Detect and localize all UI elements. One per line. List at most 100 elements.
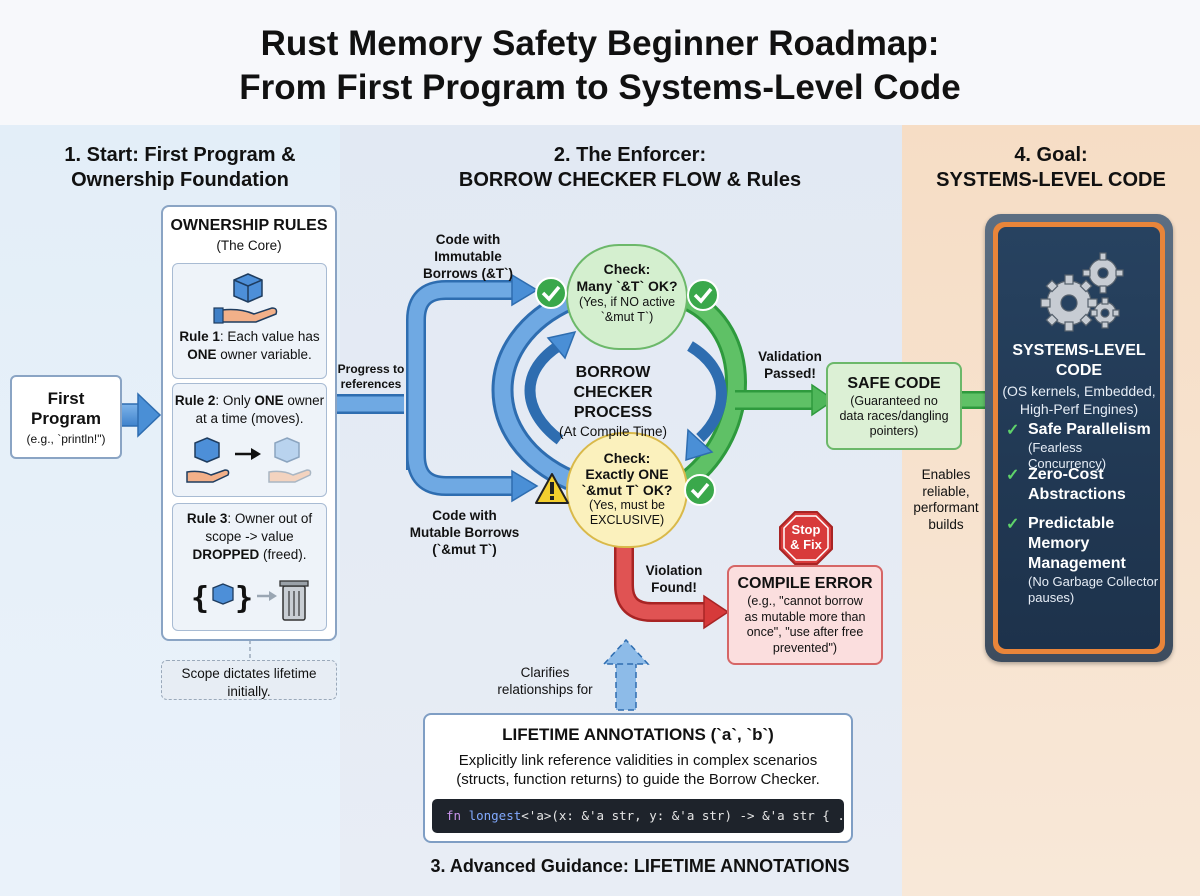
validation-line2: Passed! [764,366,816,381]
rule2-text-a: : Only [215,393,255,408]
lifetime-desc-line2: (structs, function returns) to guide the… [456,771,820,788]
rule3-card: Rule 3: Owner out of scope -> value DROP… [172,503,327,631]
systems-item-2-label-line1: Zero-Cost [1028,466,1104,483]
mutable-label-line3: (`&mut T`) [432,542,497,557]
section2-heading-line1: 2. The Enforcer: [553,144,707,166]
systems-item-3-sub-line2: pauses) [1028,590,1075,605]
systems-item-2: ✓ Zero-Cost Abstractions [1004,465,1160,505]
systems-title: SYSTEMS-LEVEL CODE (OS kernels, Embedded… [998,341,1160,418]
stop-line2: & Fix [790,537,822,552]
title-line-1: Rust Memory Safety Beginner Roadmap: [260,24,940,63]
systems-item-3-label-line2: Memory [1028,535,1090,552]
clarifies-label: Clarifies relationships for [490,664,600,698]
lifetime-box: LIFETIME ANNOTATIONS (`a`, `b`) Explicit… [423,713,853,843]
safe-code-line3: pointers) [869,424,919,438]
rule2-text-c: at a time (moves). [195,411,304,426]
title-line-2: From First Program to Systems-Level Code [239,68,961,107]
transfer-icon [185,437,311,483]
stop-line1: Stop [791,522,821,537]
compile-error-box: COMPILE ERROR (e.g., "cannot borrow as m… [727,565,883,665]
compile-error-line4: prevented") [772,640,838,655]
check-exclusive-line3: `&mut T` OK? [581,482,673,498]
clarifies-line1: Clarifies [520,665,570,680]
section1-heading-line2: Ownership Foundation [71,169,289,191]
title-band [0,0,1200,125]
check-exclusive-line4: (Yes, must be [589,498,665,512]
check-icon [684,474,716,506]
section1-heading: 1. Start: First Program & Ownership Foun… [0,143,360,193]
check-shared-line3: (Yes, if NO active [578,295,676,309]
check-mark-icon: ✓ [1006,516,1020,533]
svg-text:}: } [235,581,253,616]
rule2-text: Rule 2: Only ONE owner at a time (moves)… [173,392,326,428]
check-icon [687,279,719,311]
section4-heading-line2: SYSTEMS-LEVEL CODE [936,169,1166,191]
braces-trash-icon: { } [191,580,309,621]
safe-code-line1: (Guaranteed no [850,394,938,408]
scope-note-line2: initially. [227,684,271,699]
rule2-label: Rule 2 [174,393,216,408]
systems-title-line1: SYSTEMS-LEVEL [1012,342,1146,359]
validation-label: Validation Passed! [750,348,830,382]
rule1-strong: ONE [187,347,217,362]
systems-item-1-sub: (Fearless Concurrency) [1028,440,1107,471]
lifetime-desc-line1: Explicitly link reference validities in … [458,752,818,769]
arrow-rules-to-fork [336,273,539,503]
systems-panel-frame: SYSTEMS-LEVEL CODE (OS kernels, Embedded… [985,214,1173,662]
systems-panel: SYSTEMS-LEVEL CODE (OS kernels, Embedded… [998,227,1160,649]
check-mark-icon: ✓ [1006,422,1020,439]
svg-text:{: { [191,581,209,616]
systems-item-3: ✓ Predictable Memory Management (No Garb… [1004,514,1160,606]
systems-item-1: ✓ Safe Parallelism (Fearless Concurrency… [1004,420,1160,472]
arrow-first-to-rules [120,392,162,438]
systems-item-3-sub-line1: (No Garbage Collector [1028,574,1159,589]
compile-error-line3: once", "use after free [746,625,864,639]
code-signature: <'a>(x: &'a str, y: &'a str) -> &'a str … [521,808,844,823]
lifetime-title: LIFETIME ANNOTATIONS (`a`, `b`) [502,725,774,744]
rule3-text: Rule 3: Owner out of scope -> value DROP… [173,510,326,564]
scope-note: Scope dictates lifetime initially. [161,660,337,700]
immutable-label-line3: Borrows (&T`) [423,266,513,281]
clarifies-line2: relationships for [497,682,593,697]
first-program-title-line2: Program [31,409,101,428]
progress-label-line1: Progress to [337,362,405,376]
section2-heading: 2. The Enforcer: BORROW CHECKER FLOW & R… [410,143,850,193]
first-program-title: First Program [12,389,120,429]
check-exclusive-line1: Check: [603,450,651,466]
rule1-text-a: : Each value has [219,329,320,344]
systems-title-line2: CODE [1055,362,1103,379]
check-exclusive-circle: Check: Exactly ONE `&mut T` OK? (Yes, mu… [566,432,688,548]
check-shared-circle: Check: Many `&T` OK? (Yes, if NO active … [566,244,688,350]
rule1-card: Rule 1: Each value has ONE owner variabl… [172,263,327,379]
compile-error-line1: (e.g., "cannot borrow [747,594,863,608]
immutable-borrows-label: Code with Immutable Borrows (&T`) [418,231,518,282]
enables-label: Enables reliable, performant builds [900,467,992,533]
systems-desc-line1: (OS kernels, Embedded, [1002,383,1156,399]
ownership-subtitle: (The Core) [216,238,282,253]
section1-heading-line1: 1. Start: First Program & [64,144,296,166]
section3-caption: 3. Advanced Guidance: LIFETIME ANNOTATIO… [430,856,850,876]
violation-line2: Found! [651,580,697,595]
process-line2: PROCESS [573,404,653,421]
page-title: Rust Memory Safety Beginner Roadmap: Fro… [0,22,1200,110]
systems-item-3-label-line3: Management [1028,555,1126,572]
lifetime-code: fn longest<'a>(x: &'a str, y: &'a str) -… [432,799,844,833]
check-shared-line2: Many `&T` OK? [576,278,678,294]
check-mark-icon: ✓ [1006,467,1020,484]
progress-label-line2: references [340,377,402,391]
section4-heading-line1: 4. Goal: [1014,144,1088,166]
immutable-label-line1: Code with [435,232,501,247]
first-program-title-line1: First [47,389,85,408]
enables-line2: reliable, [922,483,970,499]
validation-line1: Validation [758,349,822,364]
lifetime-desc: Explicitly link reference validities in … [425,751,851,789]
mutable-label-line2: Mutable Borrows [409,525,520,540]
first-program-box: First Program (e.g., `println!") [10,375,122,459]
mutable-label-line1: Code with [432,508,497,523]
scope-note-line1: Scope dictates lifetime [181,666,317,681]
code-keyword: fn [446,808,469,823]
stop-sign-icon: Stop & Fix [778,510,834,566]
code-fn-name: longest [468,808,522,823]
rule2-card: Rule 2: Only ONE owner at a time (moves)… [172,383,327,497]
